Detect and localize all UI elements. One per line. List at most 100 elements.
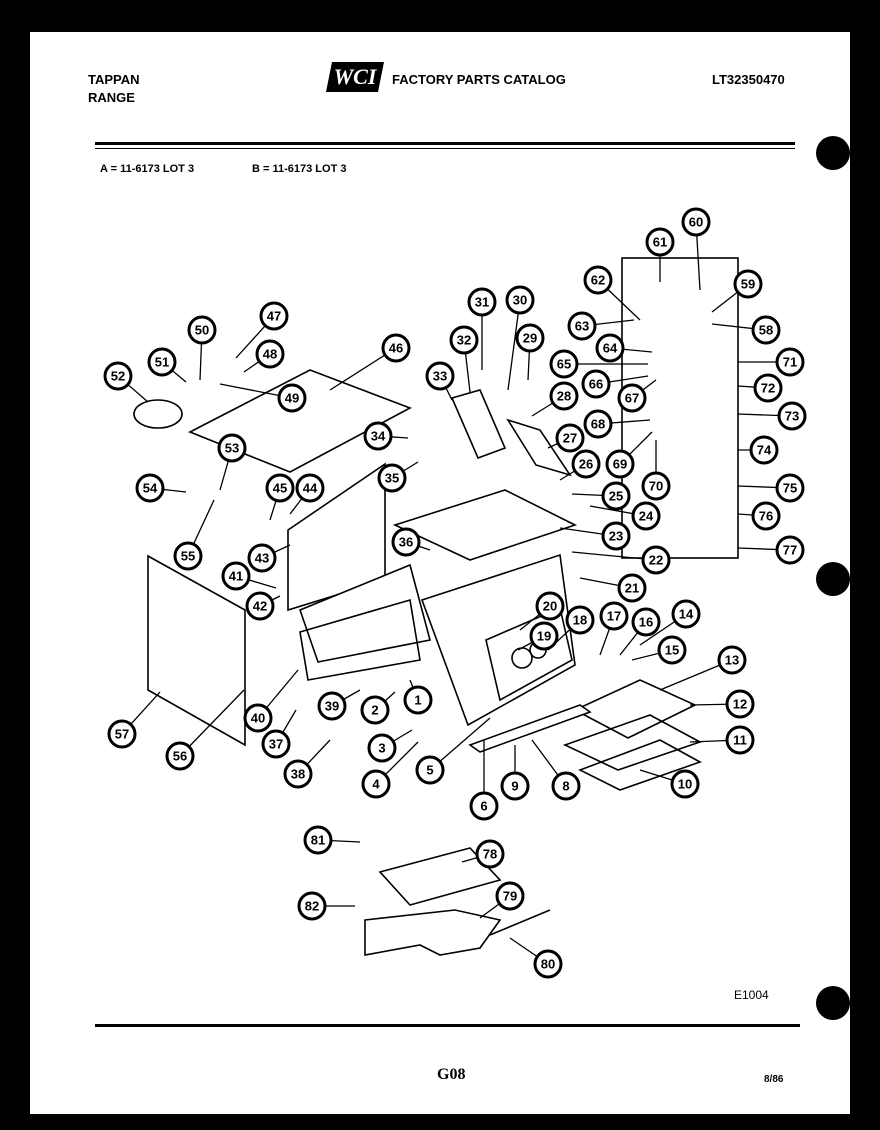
callout-bubble — [571, 449, 601, 479]
callout-53: 53 — [217, 433, 247, 491]
callout-label: 37 — [269, 737, 283, 752]
drawing-code: E1004 — [734, 988, 769, 1002]
callout-bubble — [303, 825, 333, 855]
callout-76: 76 — [737, 501, 781, 531]
callout-label: 8 — [562, 779, 569, 794]
callout-bubble — [283, 759, 313, 789]
callout-label: 32 — [457, 333, 471, 348]
callout-label: 47 — [267, 309, 281, 324]
callout-bubble — [217, 433, 247, 463]
callout-label: 17 — [607, 609, 621, 624]
callout-label: 19 — [537, 629, 551, 644]
callout-bubble — [601, 521, 631, 551]
callout-label: 43 — [255, 551, 269, 566]
callout-label: 66 — [589, 377, 603, 392]
callout-label: 21 — [625, 581, 639, 596]
callout-bubble — [681, 207, 711, 237]
callout-57: 57 — [107, 691, 161, 749]
model-number: LT32350470 — [712, 72, 785, 87]
callout-45: 45 — [265, 473, 295, 521]
callout-10: 10 — [639, 769, 700, 799]
header-rule — [95, 142, 795, 145]
callout-bubble — [749, 435, 779, 465]
callout-18: 18 — [547, 605, 595, 651]
callout-42: 42 — [245, 591, 281, 621]
leader-line — [179, 689, 245, 757]
callout-38: 38 — [283, 739, 331, 789]
catalog-title: FACTORY PARTS CATALOG — [392, 72, 566, 87]
callout-6: 6 — [469, 740, 499, 821]
callout-bubble — [363, 421, 393, 451]
callout-bubble — [641, 471, 671, 501]
callout-label: 56 — [173, 749, 187, 764]
callout-46: 46 — [329, 333, 411, 391]
callout-27: 27 — [547, 423, 585, 453]
callout-bubble — [277, 383, 307, 413]
callout-44: 44 — [289, 473, 325, 515]
burner-box — [392, 489, 578, 561]
callout-label: 81 — [311, 833, 325, 848]
callout-15: 15 — [631, 635, 687, 665]
callout-label: 67 — [625, 391, 639, 406]
callout-24: 24 — [589, 501, 661, 531]
callout-58: 58 — [711, 315, 781, 345]
callout-21: 21 — [579, 573, 647, 603]
callout-bubble — [725, 689, 755, 719]
callout-8: 8 — [531, 739, 581, 801]
callout-label: 74 — [757, 443, 772, 458]
callout-label: 40 — [251, 711, 265, 726]
callout-label: 44 — [303, 481, 318, 496]
callout-16: 16 — [619, 607, 661, 656]
callout-29: 29 — [515, 323, 545, 381]
callout-bubble — [265, 473, 295, 503]
callout-label: 36 — [399, 535, 413, 550]
side-panel — [147, 554, 246, 747]
callout-label: 27 — [563, 431, 577, 446]
callout-label: 64 — [603, 341, 618, 356]
callout-bubble — [567, 311, 597, 341]
callout-label: 53 — [225, 441, 239, 456]
callout-label: 57 — [115, 727, 129, 742]
callout-label: 2 — [371, 703, 378, 718]
callout-label: 79 — [503, 889, 517, 904]
callout-label: 25 — [609, 489, 623, 504]
callout-label: 48 — [263, 347, 277, 362]
footer-rule — [95, 1024, 800, 1027]
callout-label: 45 — [273, 481, 287, 496]
callout-75: 75 — [737, 473, 805, 503]
callout-label: 72 — [761, 381, 775, 396]
callout-11: 11 — [689, 725, 755, 755]
callout-31: 31 — [467, 287, 497, 370]
callout-9: 9 — [500, 745, 530, 801]
callout-bubble — [617, 573, 647, 603]
product-type: RANGE — [88, 90, 135, 105]
callout-50: 50 — [187, 315, 217, 381]
door-window — [485, 606, 573, 702]
callout-bubble — [173, 541, 203, 571]
callout-label: 49 — [285, 391, 299, 406]
callout-bubble — [259, 301, 289, 331]
callout-label: 4 — [372, 777, 380, 792]
callout-62: 62 — [583, 265, 641, 321]
callout-label: 51 — [155, 355, 169, 370]
binder-hole-top — [816, 136, 850, 170]
callout-label: 26 — [579, 457, 593, 472]
callout-bubble — [247, 543, 277, 573]
callout-bubble — [641, 545, 671, 575]
callout-bubble — [505, 285, 535, 315]
callout-23: 23 — [559, 521, 631, 551]
callout-label: 9 — [511, 779, 518, 794]
callout-label: 42 — [253, 599, 267, 614]
broil-element — [378, 847, 502, 906]
callout-label: 60 — [689, 215, 703, 230]
callout-41: 41 — [221, 561, 277, 591]
callout-bubble — [449, 325, 479, 355]
callout-label: 18 — [573, 613, 587, 628]
callout-bubble — [297, 891, 327, 921]
callout-43: 43 — [247, 543, 291, 573]
callout-label: 33 — [433, 369, 447, 384]
print-date: 8/86 — [764, 1074, 784, 1085]
callout-80: 80 — [509, 937, 563, 979]
callout-28: 28 — [531, 381, 579, 417]
